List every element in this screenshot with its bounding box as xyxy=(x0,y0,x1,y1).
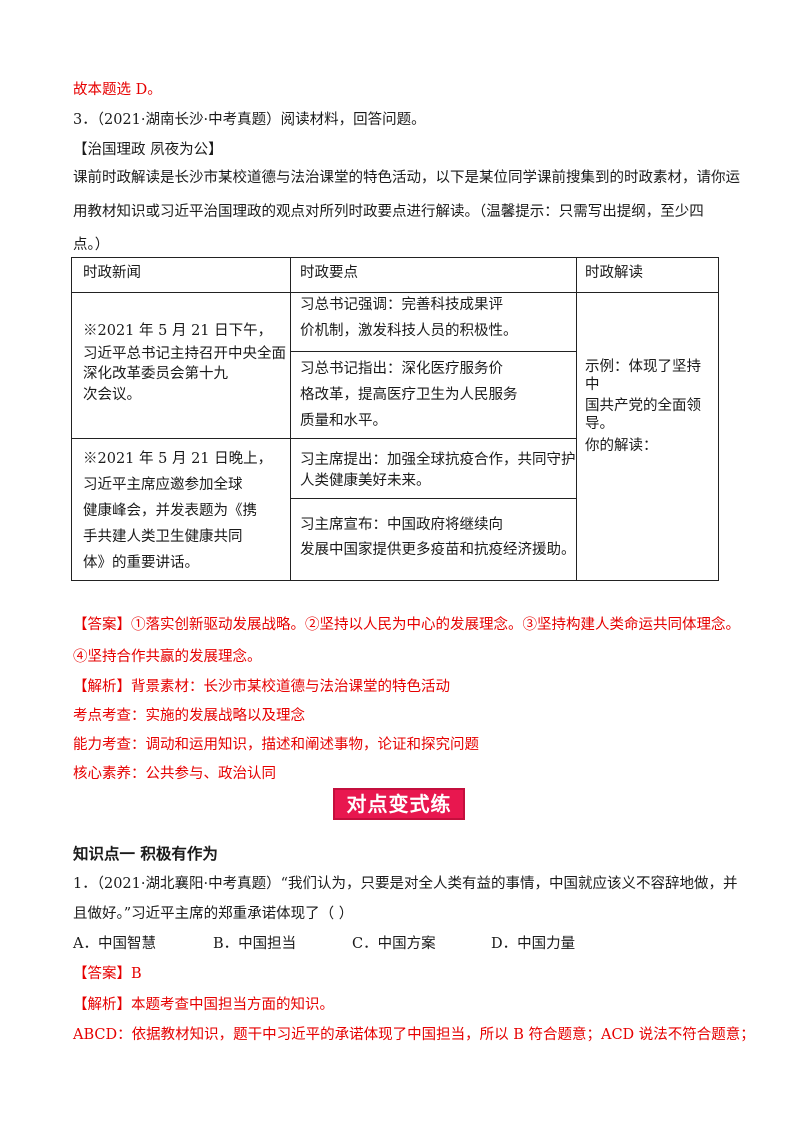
kaodian-line: 考点考查：实施的发展战略以及理念 xyxy=(73,708,305,724)
option-a: A．中国智慧 xyxy=(73,936,156,952)
intro-line-1: 课前时政解读是长沙市某校道德与法治课堂的特色活动，以下是某位同学课前搜集到的时政… xyxy=(73,170,740,186)
question-1-line-2: 且做好。”习近平主席的郑重承诺体现了（ ） xyxy=(73,906,354,922)
answer-line-1: 【答案】①落实创新驱动发展战略。②坚持以人民为中心的发展理念。③坚持构建人类命运… xyxy=(73,617,740,633)
question-3-header: 3．（2021·湖南长沙·中考真题）阅读材料，回答问题。 xyxy=(73,112,426,128)
news2-line: 手共建人类卫生健康共同 xyxy=(83,529,243,545)
news2-line: 体》的重要讲话。 xyxy=(83,555,199,571)
q1-answer: 【答案】B xyxy=(73,966,142,982)
interp-line: 导。 xyxy=(585,416,614,432)
point2-line: 习总书记指出：深化医疗服务价 xyxy=(300,361,503,377)
analysis-line: 【解析】背景素材：长沙市某校道德与法治课堂的特色活动 xyxy=(73,679,450,695)
news2-line: 健康峰会，并发表题为《携 xyxy=(83,503,257,519)
news1-line: 次会议。 xyxy=(83,387,141,403)
intro-line-3: 点。） xyxy=(73,237,110,253)
intro-line-2: 用教材知识或习近平治国理政的观点对所列时政要点进行解读。（温馨提示：只需写出提纲… xyxy=(73,204,704,220)
practice-banner: 对点变式练 xyxy=(333,788,465,820)
header-points: 时政要点 xyxy=(300,265,358,281)
point3-line: 习主席提出：加强全球抗疫合作，共同守护 xyxy=(300,452,576,468)
interp-line: 中 xyxy=(585,377,600,393)
news1-line: 深化改革委员会第十九 xyxy=(83,366,228,382)
news1-line: ※2021 年 5 月 21 日下午， xyxy=(83,323,273,339)
point1-line: 价机制，激发科技人员的积极性。 xyxy=(300,323,518,339)
point3-line: 人类健康美好未来。 xyxy=(300,473,431,489)
header-news: 时政新闻 xyxy=(83,265,141,281)
point2-line: 质量和水平。 xyxy=(300,413,387,429)
option-b: B．中国担当 xyxy=(213,936,297,952)
point1-line: 习总书记强调：完善科技成果评 xyxy=(300,297,503,313)
interp-line: 国共产党的全面领 xyxy=(585,398,701,414)
interp-prompt: 你的解读： xyxy=(585,438,658,454)
section-tag: 【治国理政 夙夜为公】 xyxy=(73,142,223,158)
suyang-line: 核心素养：公共参与、政治认同 xyxy=(73,766,276,782)
nengli-line: 能力考查：调动和运用知识，描述和阐述事物，论证和探究问题 xyxy=(73,737,479,753)
knowledge-point-title: 知识点一 积极有作为 xyxy=(73,845,218,863)
q1-analysis: 【解析】本题考查中国担当方面的知识。 xyxy=(73,997,334,1013)
point4-line: 发展中国家提供更多疫苗和抗疫经济援助。 xyxy=(300,542,576,558)
news-table: 时政新闻 时政要点 时政解读 ※2021 年 5 月 21 日下午， 习近平总书… xyxy=(71,257,719,581)
point2-line: 格改革，提高医疗卫生为人民服务 xyxy=(300,387,518,403)
option-d: D．中国力量 xyxy=(491,936,576,952)
question-1-line-1: 1．（2021·湖北襄阳·中考真题）“我们认为，只要是对全人类有益的事情，中国就… xyxy=(73,876,738,892)
point4-line: 习主席宣布：中国政府将继续向 xyxy=(300,517,503,533)
interp-line: 示例：体现了坚持 xyxy=(585,359,701,375)
answer-line-2: ④坚持合作共赢的发展理念。 xyxy=(73,649,262,665)
news1-line: 习近平总书记主持召开中央全面 xyxy=(83,346,286,362)
option-c: C．中国方案 xyxy=(352,936,436,952)
header-interpretation: 时政解读 xyxy=(585,265,643,281)
conclusion-line: 故本题选 D。 xyxy=(73,82,162,98)
news2-line: 习近平主席应邀参加全球 xyxy=(83,477,243,493)
news2-line: ※2021 年 5 月 21 日晚上， xyxy=(83,451,273,467)
q1-explanation: ABCD：依据教材知识，题干中习近平的承诺体现了中国担当，所以 B 符合题意；A… xyxy=(73,1027,755,1043)
